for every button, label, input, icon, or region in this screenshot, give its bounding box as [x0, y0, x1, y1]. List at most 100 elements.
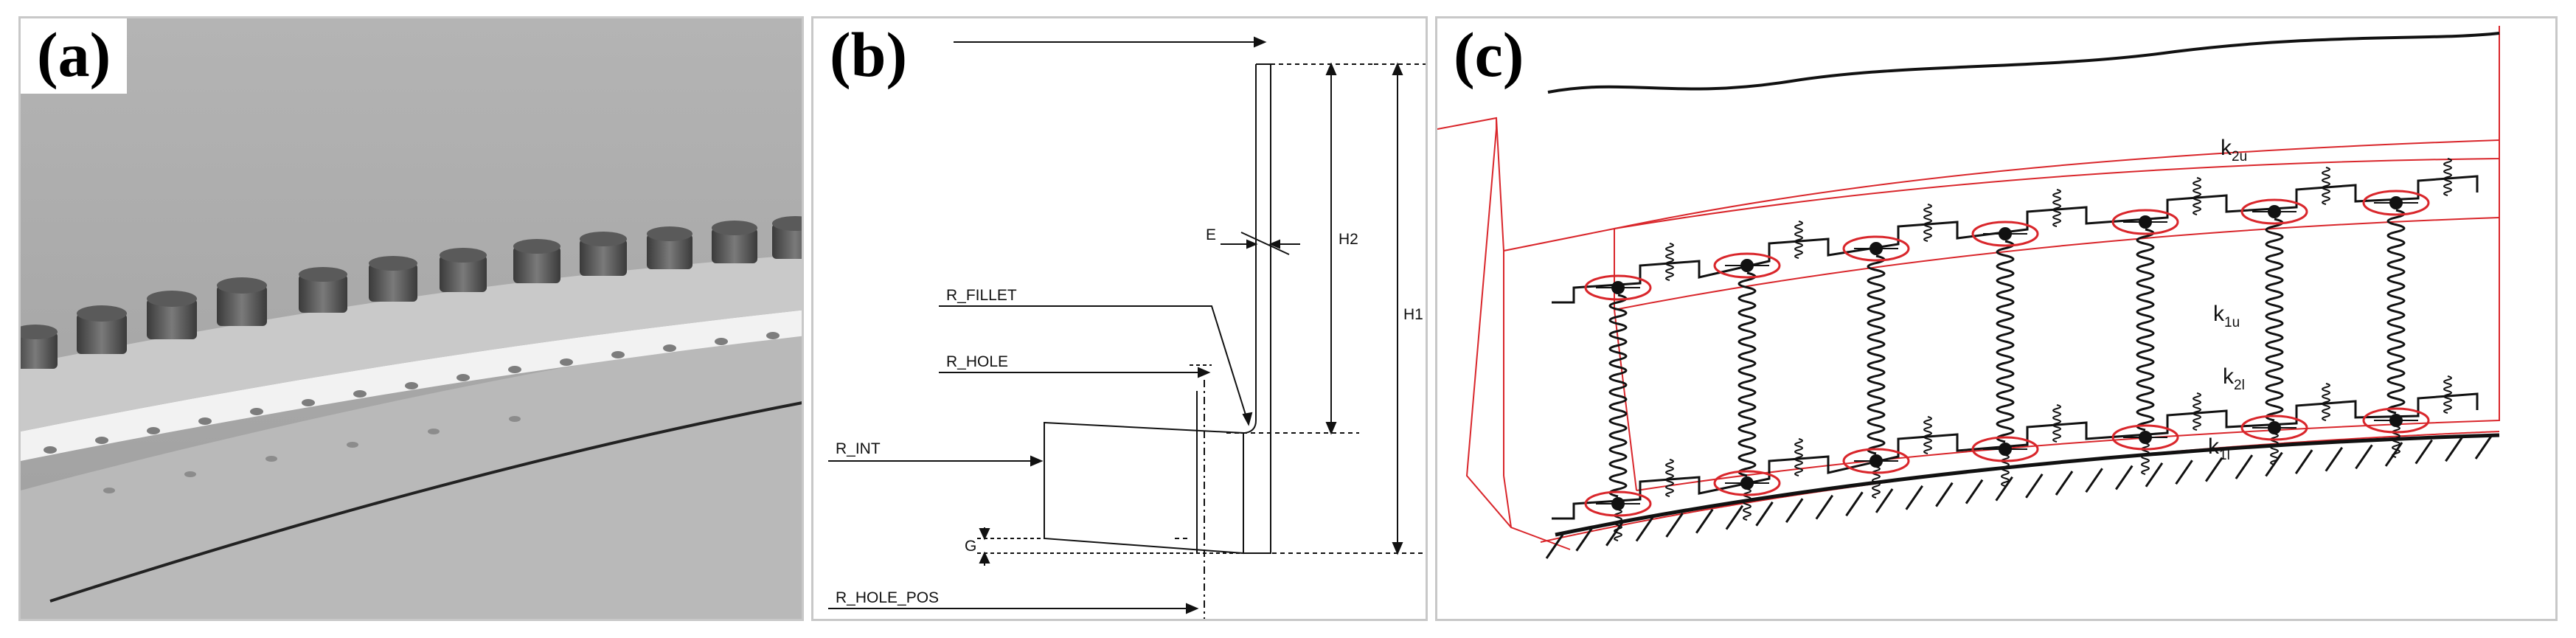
panel-b-label: (b): [813, 18, 924, 94]
panel-c-spring-model: k2u k1u k2l k1l (c): [1435, 16, 2558, 621]
hatch-tick: [2115, 465, 2134, 490]
ground-hatch: [1545, 434, 2493, 559]
hatch-tick: [1695, 508, 1714, 534]
node-ring-upper: [1584, 274, 1652, 301]
dim-R-INT: R_INT: [836, 440, 881, 457]
panel-a-label: (a): [21, 18, 128, 94]
label-k2l: k2l: [2223, 364, 2245, 393]
hatch-tick: [1725, 504, 1744, 530]
node-ring-upper: [1842, 235, 1910, 262]
dim-G: G: [965, 538, 976, 555]
spring-column: [2111, 177, 2201, 475]
spring-k2u: [1794, 221, 1803, 259]
spring-k2l: [2443, 375, 2452, 414]
upper-flange-line: [1552, 175, 2479, 304]
hatch-tick: [1815, 494, 1834, 520]
hatch-tick: [1845, 491, 1864, 517]
spring-model-diagram: k2u k1u k2l k1l: [1437, 26, 2500, 559]
dim-R-FILLET: R_FILLET: [946, 287, 1017, 304]
hatch-tick: [1635, 516, 1654, 542]
hatch-tick: [2055, 471, 2074, 496]
node-ring-lower: [2240, 415, 2308, 441]
spring-k2u: [1923, 204, 1932, 242]
hatch-tick: [2085, 468, 2103, 493]
spring-k2u: [2193, 177, 2201, 215]
hatch-tick: [2204, 457, 2223, 482]
spring-k2l: [2052, 404, 2061, 443]
spring-k2u: [1665, 243, 1674, 281]
dim-H1: H1: [1403, 306, 1423, 323]
spring-k1u: [1608, 294, 1628, 498]
spring-column: [1971, 189, 2061, 487]
spring-k2l: [1923, 416, 1932, 454]
spring-k1l: [2270, 433, 2279, 465]
hatch-tick: [2474, 434, 2493, 460]
spring-k2l: [2322, 383, 2330, 421]
node-ring-lower: [1971, 436, 2039, 462]
node-ring-upper: [1713, 252, 1781, 279]
spring-k2u: [2052, 189, 2061, 227]
dim-R-HOLE-POS: R_HOLE_POS: [836, 589, 939, 606]
spring-k1l: [1743, 488, 1752, 521]
spring-k2l: [2193, 392, 2201, 431]
spring-column: [1842, 204, 1932, 499]
spring-k1u: [1737, 271, 1757, 477]
ground-curve: [1555, 433, 2500, 537]
hatch-tick: [1935, 482, 1954, 507]
hatch-tick: [1785, 498, 1804, 523]
hatch-tick: [2445, 437, 2463, 462]
dim-R-HOLE: R_HOLE: [946, 353, 1008, 370]
spring-k1u: [2136, 228, 2155, 431]
hatch-tick: [1575, 526, 1594, 552]
hatch-tick: [2145, 462, 2164, 488]
node-ring-lower: [2362, 407, 2430, 434]
hatch-tick: [2325, 446, 2344, 472]
spring-k1l: [2001, 454, 2010, 487]
hatch-tick: [1755, 501, 1774, 527]
spring-set: [1584, 158, 2452, 541]
hatch-tick: [2175, 460, 2193, 485]
label-k1l: k1l: [2208, 434, 2230, 463]
spring-k2u: [2322, 167, 2330, 205]
hatch-tick: [2294, 449, 2313, 474]
hole-row: [44, 332, 780, 454]
node-ring-upper: [2362, 190, 2430, 216]
node-ring-upper: [2240, 198, 2308, 225]
hatch-tick: [2355, 444, 2373, 470]
spring-column: [2362, 158, 2452, 458]
bolted-ring-photo: [21, 18, 802, 619]
node-ring-lower: [1842, 448, 1910, 474]
panel-b-drawing: E H2 H1 R_FILLET R_HOLE R_INT G R_HOLE_P…: [811, 16, 1428, 621]
spring-column: [1713, 221, 1803, 521]
hatch-tick: [2414, 439, 2433, 465]
panel-c-label: (c): [1437, 18, 1541, 94]
spring-k1l: [2141, 443, 2150, 475]
spring-k1u: [1867, 254, 1886, 455]
hatch-tick: [1545, 534, 1564, 559]
node-ring-upper: [1971, 221, 2039, 247]
hatch-tick: [1875, 488, 1894, 513]
dim-E: E: [1206, 226, 1216, 243]
label-k2u: k2u: [2221, 136, 2247, 164]
flange-cross-section: E H2 H1 R_FILLET R_HOLE R_INT G R_HOLE_P…: [828, 36, 1426, 619]
spring-k1u: [2265, 218, 2284, 422]
red-outline: [1437, 26, 2500, 550]
lower-flange-line: [1552, 392, 2479, 520]
panel-a-photo: (a): [18, 16, 804, 621]
node-ring-lower: [1584, 490, 1652, 517]
hatch-tick: [2025, 473, 2044, 499]
node-ring-lower: [2111, 424, 2179, 451]
hatch-tick: [1665, 513, 1684, 538]
label-k1u: k1u: [2213, 302, 2240, 330]
hatch-tick: [2235, 454, 2254, 479]
node-ring-upper: [2111, 209, 2179, 235]
spring-column: [2240, 167, 2330, 465]
hatch-tick: [1965, 479, 1984, 504]
spring-k2l: [1794, 438, 1803, 476]
node-ring-lower: [1713, 470, 1781, 496]
spring-column: [1584, 243, 1674, 541]
spring-k1u: [1996, 240, 2015, 443]
bolt-nuts: [21, 216, 802, 369]
spring-k1u: [2386, 209, 2406, 415]
spring-k2l: [1665, 459, 1674, 497]
